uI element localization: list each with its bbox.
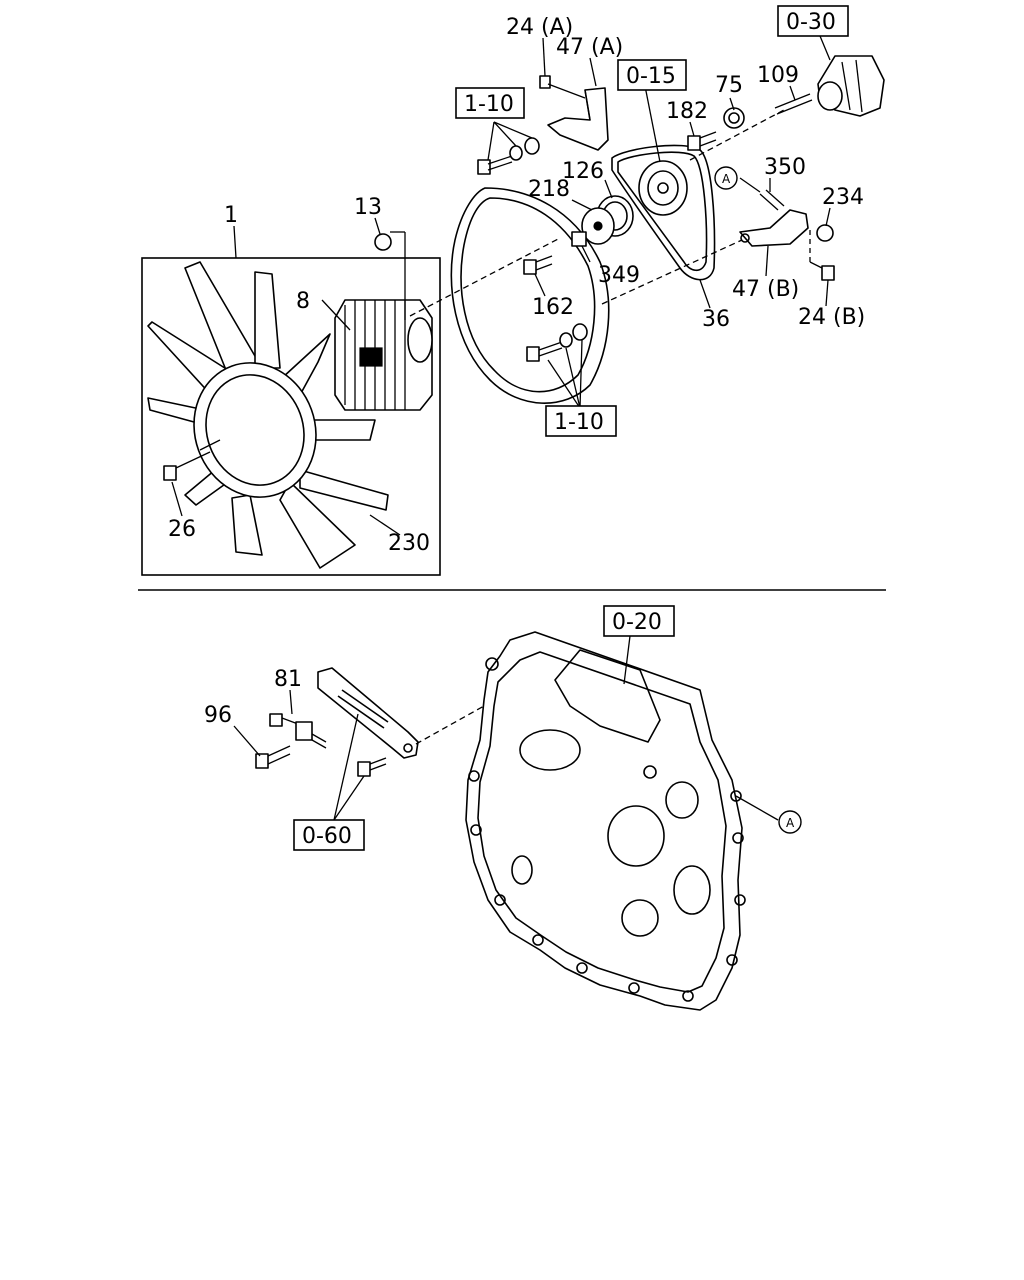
adjuster-bolt [269, 713, 327, 749]
label-126: 126 [562, 159, 604, 184]
ref-box-1-10-top [455, 87, 525, 119]
label-1-10-top: 1-10 [464, 92, 514, 117]
marker-a-bottom [778, 810, 802, 834]
nut-13 [374, 233, 392, 251]
ref-box-1-10-mid [545, 405, 617, 437]
bolt-26 [163, 451, 211, 481]
ref-box-0-15 [617, 59, 687, 91]
label-24a: 24 (A) [506, 15, 573, 40]
label-81: 81 [274, 667, 302, 692]
label-1-10-mid: 1-10 [554, 410, 604, 435]
leader-lines [171, 35, 831, 536]
nut-234 [816, 224, 834, 242]
label-36: 36 [702, 307, 730, 332]
bolt-182 [687, 131, 717, 151]
label-109: 109 [757, 63, 799, 88]
label-230: 230 [388, 531, 430, 556]
fan-assembly-frame [141, 257, 441, 576]
ref-box-0-30 [777, 5, 849, 37]
label-0-60: 0-60 [302, 824, 352, 849]
fan-clutch [334, 299, 433, 411]
bolt-349 [571, 231, 587, 247]
bolt-162 [523, 255, 553, 275]
marker-a-top [714, 166, 738, 190]
bolt-24b [809, 261, 835, 281]
ref-box-0-60 [293, 819, 365, 851]
tensioner-pulley [638, 160, 688, 216]
bolt-set-top [477, 137, 540, 175]
nut-75 [723, 107, 745, 129]
label-350: 350 [764, 155, 806, 180]
bracket-81 [317, 667, 419, 759]
bracket-47b [739, 209, 809, 247]
label-0-20: 0-20 [612, 610, 662, 635]
label-24b: 24 (B) [798, 305, 865, 330]
label-0-30: 0-30 [786, 10, 836, 35]
pump-housing [817, 55, 885, 117]
label-47b: 47 (B) [732, 277, 799, 302]
label-0-15: 0-15 [626, 64, 676, 89]
fan-ring [193, 362, 317, 498]
label-234: 234 [822, 185, 864, 210]
label-96: 96 [204, 703, 232, 728]
leader-lines-bottom [233, 635, 779, 821]
fan-belt [611, 144, 716, 281]
bolt-set-mid [526, 323, 588, 362]
label-218: 218 [528, 177, 570, 202]
label-162: 162 [532, 295, 574, 320]
label-a-top: A [722, 172, 731, 186]
label-26: 26 [168, 517, 196, 542]
label-47a: 47 (A) [556, 35, 623, 60]
label-13: 13 [354, 195, 382, 220]
stud-350 [759, 189, 785, 211]
bolt-0-60 [357, 757, 387, 777]
label-349: 349 [598, 263, 640, 288]
stud-109 [774, 93, 813, 115]
idler-pulley [581, 195, 634, 245]
bracket-47a [547, 87, 609, 151]
ref-box-0-20 [603, 605, 675, 637]
label-a-bottom: A [786, 816, 795, 830]
label-8: 8 [296, 289, 310, 314]
label-182: 182 [666, 99, 708, 124]
gear-case [465, 631, 746, 1011]
bolt-96 [255, 745, 291, 769]
label-75: 75 [715, 73, 743, 98]
label-1: 1 [224, 203, 238, 228]
bolt-24a [539, 75, 586, 99]
